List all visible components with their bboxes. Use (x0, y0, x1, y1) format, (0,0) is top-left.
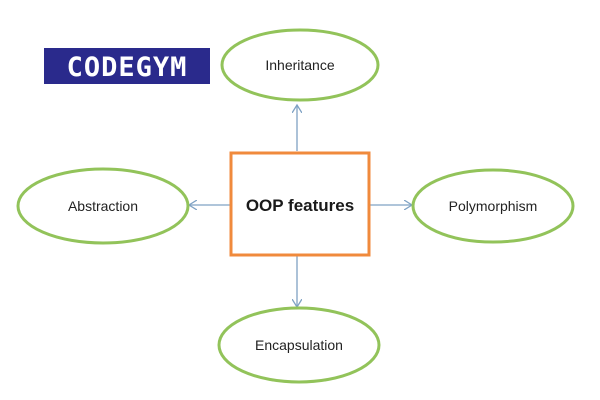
center-node: OOP features (229, 151, 371, 257)
abstraction-ellipse (16, 167, 190, 245)
node-polymorphism: Polymorphism (411, 168, 575, 244)
inheritance-label: Inheritance (265, 57, 334, 73)
encapsulation-label: Encapsulation (255, 337, 343, 353)
codegym-logo: CODEGYM (44, 48, 210, 84)
center-box (229, 151, 371, 257)
node-encapsulation: Encapsulation (217, 306, 381, 384)
logo-background (44, 48, 210, 84)
abstraction-label: Abstraction (68, 198, 138, 214)
polymorphism-label: Polymorphism (449, 198, 538, 214)
logo-text: CODEGYM (67, 52, 188, 83)
polymorphism-ellipse (411, 168, 575, 244)
encapsulation-ellipse (217, 306, 381, 384)
node-inheritance: Inheritance (220, 28, 380, 102)
inheritance-ellipse (220, 28, 380, 102)
node-abstraction: Abstraction (16, 167, 190, 245)
center-label: OOP features (246, 196, 354, 215)
